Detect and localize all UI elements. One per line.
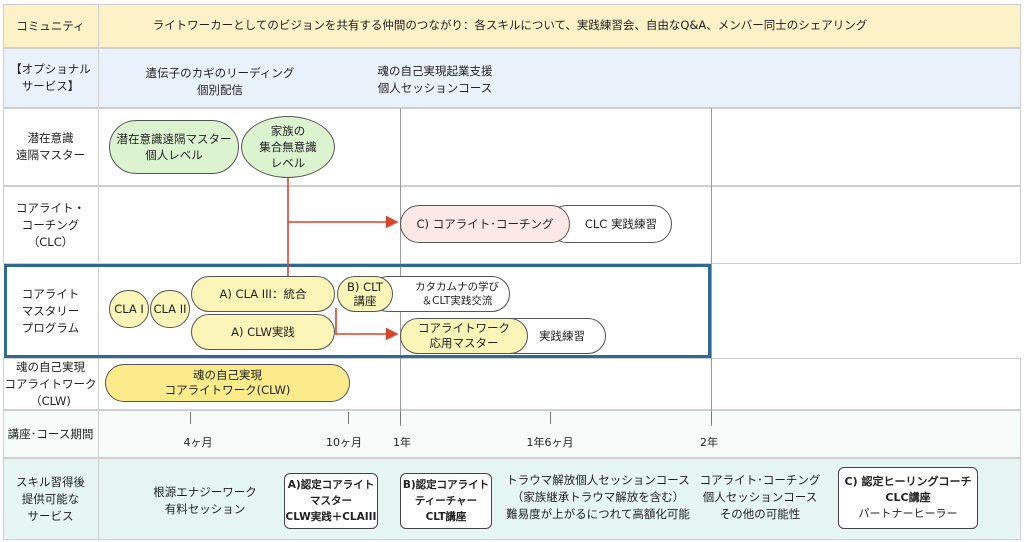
tick-4months <box>190 412 191 424</box>
tick-label-2years: 2年 <box>700 436 718 449</box>
certified-master-box: A)認定コアライト マスター CLW実践＋CLAIII <box>284 473 378 529</box>
row-label-mastery: コアライト マスタリー プログラム <box>3 264 99 358</box>
row-label-skills: スキル習得後 提供可能な サービス <box>3 458 99 540</box>
timeline-2year <box>711 108 712 426</box>
tick-1year <box>400 412 401 424</box>
community-text: ライトワーカーとしてのビジョンを共有する仲間のつながり：各スキルについて、実践練… <box>152 18 868 32</box>
cla3-pill: A) CLA III：統合 <box>191 276 335 312</box>
skills-energy-text: 根源エナジーワーク 有料セッション <box>153 485 257 516</box>
tick-label-1year: 1年 <box>393 436 411 449</box>
certified-master-title: A)認定コアライト マスター <box>287 479 375 507</box>
certified-teacher-sub: CLT講座 <box>425 511 467 523</box>
katakamuna-pill: カタカムナの学び ＆CLT実践交流 <box>370 276 510 312</box>
arrow-family-to-clc <box>287 178 399 229</box>
optional-reading: 遺伝子のカギのリーディング 個別配信 <box>145 66 295 97</box>
certified-coach-box: C) 認定ヒーリングコーチ CLC講座 パートナーヒーラー <box>838 467 978 529</box>
timeline-1year <box>400 108 401 426</box>
subconscious-individual-pill: 潜在意識遠隔マスター 個人レベル <box>109 120 239 174</box>
row-label-subconscious: 潜在意識 遠隔マスター <box>3 108 99 186</box>
subconscious-family-pill: 家族の 集合無意識 レベル <box>241 116 335 178</box>
skills-coaching-text: コアライト･コーチング 個人セッションコース その他の可能性 <box>699 473 821 521</box>
certified-teacher-title: B)認定コアライト ティーチャー <box>402 479 490 507</box>
row-label-clc: コアライト・ コーチング （CLC） <box>3 186 99 264</box>
tick-label-4months: 4ヶ月 <box>183 436 213 449</box>
certified-coach-sub: パートナーヒーラー <box>858 507 958 520</box>
certified-coach-title: C) 認定ヒーリングコーチ CLC講座 <box>844 475 972 504</box>
clt-pill: B) CLT 講座 <box>337 276 393 312</box>
applied-master-pill: コアライトワーク 応用マスター <box>400 318 528 354</box>
row-label-clw: 魂の自己実現 コアライトワーク （CLW) <box>3 358 99 410</box>
katakamuna-label: カタカムナの学び ＆CLT実践交流 <box>415 281 499 307</box>
certified-teacher-box: B)認定コアライト ティーチャー CLT講座 <box>400 473 492 529</box>
applied-practice-label: 実践練習 <box>539 329 585 343</box>
row-label-period: 講座･コース期間 <box>3 410 99 458</box>
period-band <box>3 410 1021 458</box>
clw-practice-pill: A) CLW実践 <box>191 314 335 350</box>
tick-label-18months: 1年6ヶ月 <box>526 436 574 449</box>
optional-startup: 魂の自己実現起業支援 個人セッションコース <box>377 64 493 95</box>
community-band <box>3 4 1021 48</box>
tick-10months <box>348 412 349 424</box>
tick-18months <box>550 412 551 424</box>
clw-course-pill: 魂の自己実現 コアライトワーク(CLW) <box>105 364 350 402</box>
cla1-pill: CLA I <box>109 290 149 328</box>
optional-band <box>3 48 1021 108</box>
clc-practice-label: CLC 実践練習 <box>584 217 657 231</box>
row-label-optional: 【オプショナル サービス】 <box>3 48 99 108</box>
mastery-program-frame <box>4 264 711 358</box>
arrow-cla3-to-applied <box>335 308 399 341</box>
tick-2years <box>711 412 712 424</box>
tick-label-10months: 10ヶ月 <box>326 436 362 449</box>
cla2-pill: CLA II <box>150 290 190 328</box>
clc-coaching-pill: C) コアライト･コーチング <box>400 205 570 243</box>
skills-trauma-text: トラウマ解放個人セッションコース （家族継承トラウマ解放を含む） 難易度が上がる… <box>506 473 690 521</box>
certified-master-sub: CLW実践＋CLAIII <box>285 511 377 523</box>
row-label-community: コミュニティ <box>3 4 99 48</box>
